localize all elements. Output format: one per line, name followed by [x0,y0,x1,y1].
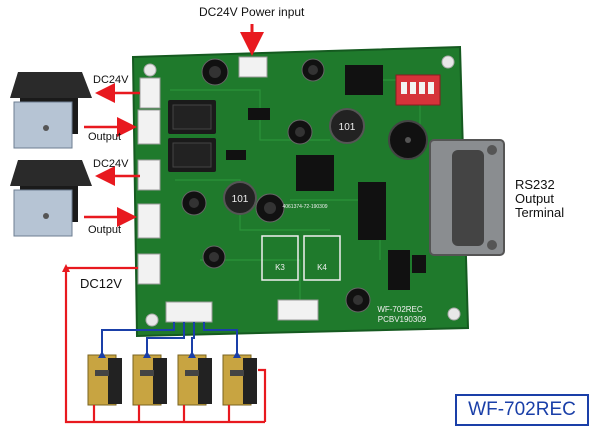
silk-k4: K4 [317,263,327,272]
rs232-label: RS232 Output Terminal [515,178,564,220]
inductor-bottom-label: 101 [232,194,249,205]
rs232-line-1: RS232 [515,177,555,192]
hopper-arrows [84,83,140,227]
bottom-connectors [165,299,319,323]
output-top-label: Output [88,131,122,143]
inductor-bottom: 101 [223,181,257,215]
hopper-top [10,72,92,149]
relay-top [168,100,216,134]
coin-acceptor-3 [177,354,212,406]
model-badge: WF-702REC [455,394,589,426]
coin-acceptor-2 [132,354,167,406]
dip-switch [395,74,441,106]
rs232-line-3: Terminal [515,205,565,220]
buzzer [388,120,428,160]
inductor-top: 101 [329,108,365,144]
silk-model: WF-702REC [377,305,423,314]
power-connector [238,56,268,78]
dc24v-bottom-label: DC24V [93,158,129,170]
coin-acceptor-1 [87,354,122,406]
inductor-top-label: 101 [339,122,356,133]
red-wire-arrows [62,264,241,358]
left-connectors [137,77,161,285]
relay-block-k3: K3 [261,235,299,281]
dc12v-label: DC12V [80,276,122,291]
red-wires [64,266,267,424]
db9-connector [429,139,505,256]
hopper-bottom [10,160,92,237]
silk-serial: 4061374-72-190309 [282,204,327,210]
relay-bottom [168,138,216,172]
coin-acceptor-4 [222,354,257,406]
blue-wires [101,322,238,355]
rs232-line-2: Output [515,191,555,206]
dc24v-top-label: DC24V [93,74,129,86]
output-bottom-label: Output [88,224,122,236]
capacitors [181,58,371,313]
power-input-label: DC24V Power input [199,5,305,19]
integrated-circuits [226,65,426,290]
relay-block-k4: K4 [303,235,341,281]
silk-pcb: PCBV190309 [378,315,427,324]
silk-k3: K3 [275,263,285,272]
